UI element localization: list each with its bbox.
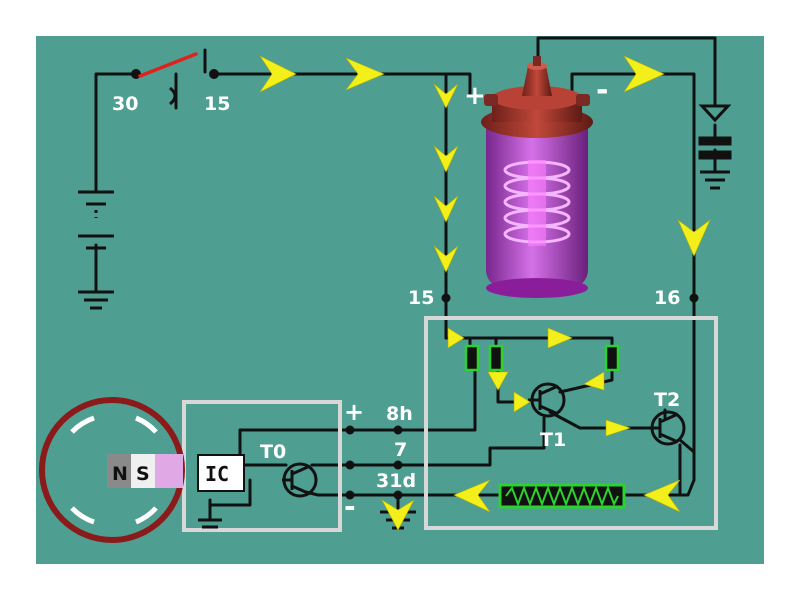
magnet-s-label: S	[136, 463, 150, 485]
transistor-icon	[282, 462, 318, 498]
node-15	[441, 293, 451, 303]
terminal-nodes	[345, 425, 403, 500]
arrow-icon	[433, 83, 459, 109]
control-module-box	[424, 316, 718, 530]
arrow-icon	[513, 391, 531, 413]
ic-label: IC	[205, 462, 229, 486]
coil-minus-label: -	[596, 73, 608, 108]
magnet-icon: N S	[107, 454, 183, 488]
arrow-icon	[433, 195, 459, 223]
ignition-coil-icon	[481, 56, 593, 298]
arrow-icon	[547, 327, 573, 349]
contact-blocks	[464, 344, 620, 372]
arrow-icon	[259, 55, 297, 93]
switch-lever	[138, 52, 198, 78]
arrow-icon	[447, 327, 465, 349]
terminal-31d-label: 31d	[376, 470, 416, 492]
capacitor-icon	[698, 104, 732, 190]
arrow-icon	[677, 219, 711, 257]
magnet-n-label: N	[112, 463, 128, 485]
transistor-t0-label: T0	[260, 441, 286, 463]
arrow-icon	[487, 371, 509, 391]
current-arrows	[259, 55, 711, 531]
arrow-icon	[433, 245, 459, 273]
resistor-icon	[498, 483, 626, 509]
terminal-30-label: 30	[112, 93, 138, 115]
arrow-icon	[605, 419, 631, 437]
arrow-icon	[583, 371, 605, 391]
terminal-16-label: 16	[654, 287, 680, 309]
transistor-t1-label: T1	[540, 429, 566, 451]
wiring	[94, 36, 717, 522]
terminal-15-module-label: 15	[408, 287, 434, 309]
arrow-icon	[433, 145, 459, 173]
ground-icon	[198, 518, 222, 529]
ic-chip: IC	[197, 454, 245, 492]
sensor-minus-label: -	[344, 490, 356, 523]
node-16	[689, 293, 699, 303]
transistor-icon	[650, 410, 686, 446]
terminal-8h-label: 8h	[386, 403, 413, 425]
terminal-15-top-label: 15	[204, 93, 230, 115]
ignition-switch	[131, 52, 219, 106]
arrow-icon	[381, 499, 415, 531]
terminal-7-label: 7	[394, 439, 407, 461]
transistor-t2-label: T2	[654, 389, 680, 411]
arrow-icon	[623, 55, 665, 93]
coil-plus-label: +	[464, 81, 486, 111]
arrow-icon	[643, 479, 681, 513]
arrow-icon	[453, 479, 491, 513]
transistor-icon	[528, 382, 566, 418]
arrow-icon	[345, 57, 385, 91]
battery-icon	[78, 190, 114, 310]
sensor-plus-label: +	[344, 398, 364, 426]
